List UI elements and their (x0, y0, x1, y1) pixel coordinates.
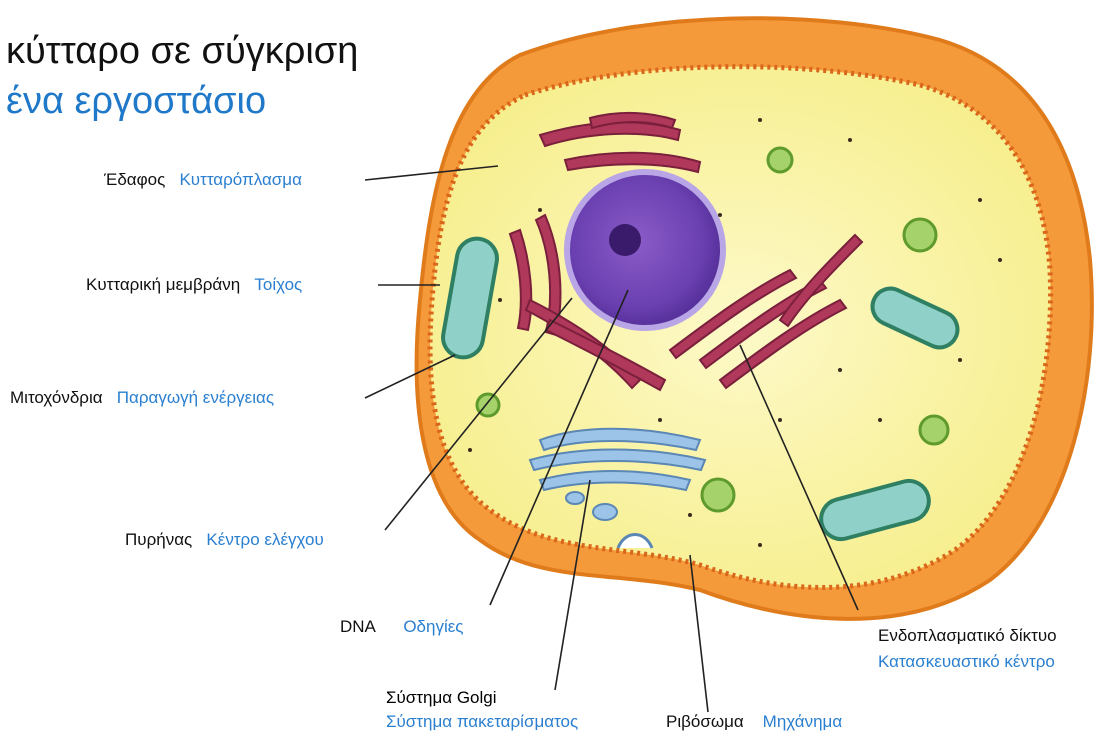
nucleus-term: Πυρήνας (125, 530, 192, 549)
cytoplasm-analogy: Κυτταρόπλασμα (179, 170, 301, 189)
label-er-analogy: Κατασκευαστικό κέντρο (878, 652, 1055, 672)
ribosome-analogy: Μηχάνημα (763, 712, 843, 731)
label-cytoplasm: Έδαφος Κυτταρόπλασμα (104, 170, 302, 190)
dna-analogy: Οδηγίες (403, 617, 463, 636)
label-mitochondria: Μιτοχόνδρια Παραγωγή ενέργειας (10, 388, 274, 408)
mitochondria-term: Μιτοχόνδρια (10, 388, 103, 407)
label-er-term: Ενδοπλασματικό δίκτυο (878, 626, 1057, 646)
nucleus-analogy: Κέντρο ελέγχου (206, 530, 323, 549)
title-line-1: κύτταρο σε σύγκριση (6, 30, 358, 73)
cytoplasm-term: Έδαφος (104, 170, 165, 189)
nucleolus (609, 224, 641, 256)
label-golgi-term: Σύστημα Golgi (386, 688, 497, 708)
title-line-2: ένα εργοστάσιο (6, 80, 266, 123)
label-ribosome: Ριβόσωμα Μηχάνημα (666, 712, 842, 732)
label-golgi-analogy: Σύστημα πακεταρίσματος (386, 712, 578, 732)
dna-term: DNA (340, 617, 375, 636)
membrane-term: Κυτταρική μεμβράνη (86, 275, 240, 294)
nucleus (567, 172, 723, 328)
label-membrane: Κυτταρική μεμβράνη Τοίχος (86, 275, 302, 295)
label-nucleus: Πυρήνας Κέντρο ελέγχου (125, 530, 324, 550)
membrane-analogy: Τοίχος (254, 275, 302, 294)
label-dna: DNA Οδηγίες (340, 617, 464, 637)
ribosome-term: Ριβόσωμα (666, 712, 744, 731)
mitochondria-analogy: Παραγωγή ενέργειας (117, 388, 274, 407)
